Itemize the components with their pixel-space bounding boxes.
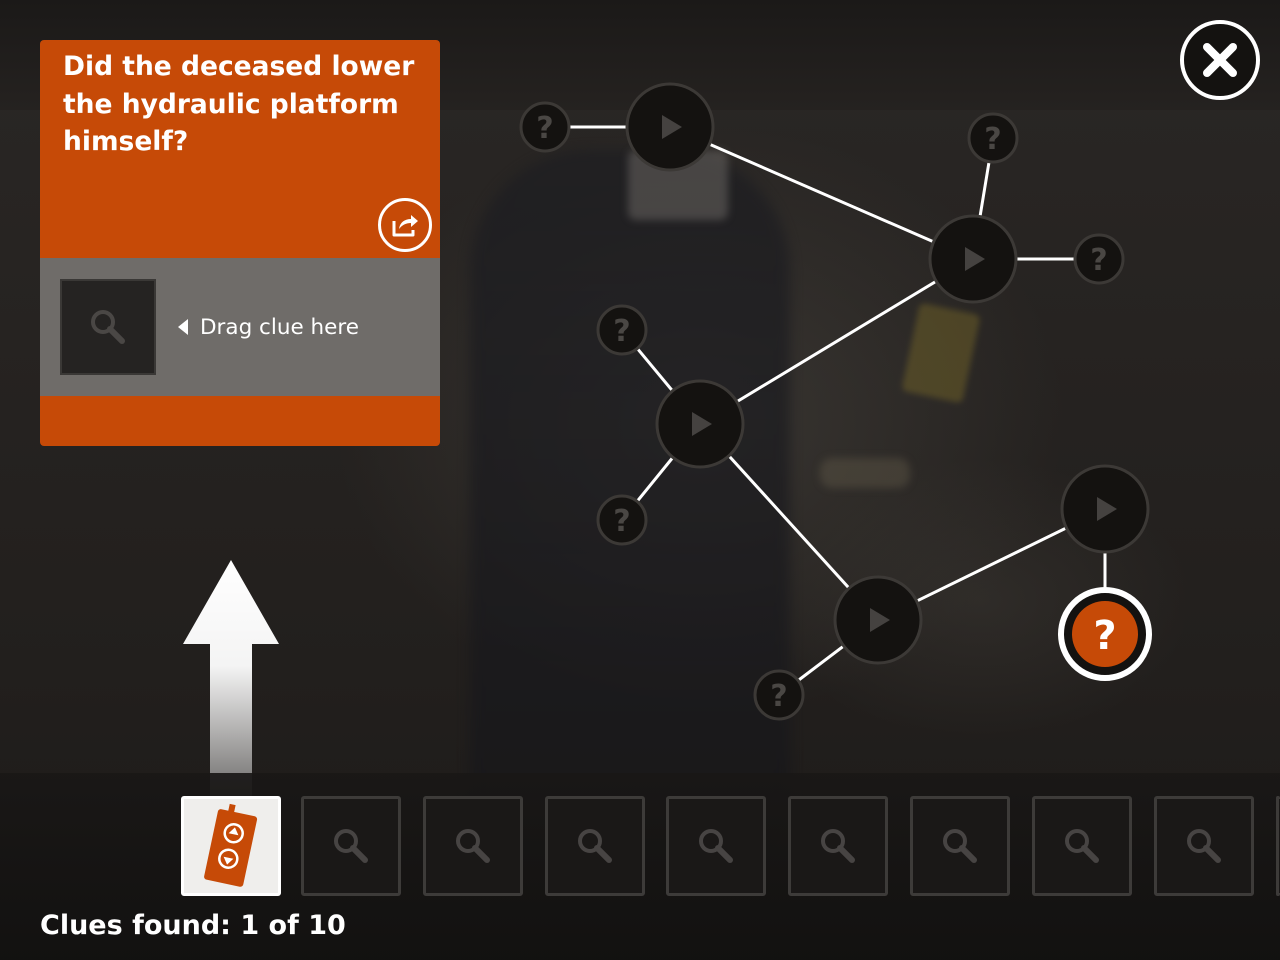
keys-prop	[820, 458, 910, 488]
clue-slot-found[interactable]	[181, 796, 281, 896]
graph-links	[545, 125, 1107, 697]
share-icon	[392, 215, 418, 237]
magnifier-icon	[91, 310, 125, 344]
magnifier-icon	[334, 829, 368, 863]
clue-slot-empty[interactable]	[545, 796, 645, 896]
magnifier-icon	[699, 829, 733, 863]
magnifier-icon	[456, 829, 490, 863]
question-node[interactable]: ?	[967, 112, 1019, 164]
question-node[interactable]: ?	[753, 669, 805, 721]
question-mark: ?	[536, 111, 553, 146]
magnifier-icon	[943, 829, 977, 863]
clue-slot-empty[interactable]	[788, 796, 888, 896]
clue-slot-empty[interactable]	[423, 796, 523, 896]
video-node[interactable]	[625, 82, 715, 172]
link-v2-v3	[699, 257, 974, 426]
question-mark: ?	[613, 314, 630, 349]
clue-slot-empty[interactable]	[1154, 796, 1254, 896]
magnifier-icon	[821, 829, 855, 863]
clue-tray: Clues found: 1 of 10	[0, 773, 1280, 960]
video-node[interactable]	[655, 379, 745, 469]
arrow-left-icon	[178, 319, 188, 335]
clue-drop-zone[interactable]: Drag clue here	[40, 258, 440, 396]
link-v1-v2	[669, 125, 974, 261]
question-mark: ?	[613, 504, 630, 539]
remote-control-icon	[204, 803, 258, 887]
clue-drop-slot[interactable]	[60, 279, 156, 375]
clues-found-counter: Clues found: 1 of 10	[40, 910, 346, 941]
question-mark: ?	[984, 122, 1001, 157]
question-mark: ?	[770, 679, 787, 714]
question-text: Did the deceased lower the hydraulic pla…	[63, 51, 415, 157]
question-mark: ?	[1090, 243, 1107, 278]
drag-clue-hint: Drag clue here	[178, 310, 359, 344]
clue-slot-empty[interactable]	[910, 796, 1010, 896]
arrow-up-icon	[183, 560, 279, 796]
video-node[interactable]	[833, 575, 923, 665]
video-node[interactable]	[1060, 464, 1150, 554]
video-node[interactable]	[928, 214, 1018, 304]
close-button[interactable]	[1180, 20, 1260, 100]
magnifier-icon	[578, 829, 612, 863]
close-icon	[1203, 43, 1237, 77]
share-button[interactable]	[378, 198, 432, 252]
question-mark: ?	[1093, 613, 1116, 659]
magnifier-icon	[1187, 829, 1221, 863]
question-node[interactable]: ?	[1073, 233, 1125, 285]
question-node[interactable]: ?	[596, 494, 648, 546]
question-node[interactable]: ?	[519, 101, 571, 153]
clue-slot-empty[interactable]	[1032, 796, 1132, 896]
clue-slot-empty[interactable]	[666, 796, 766, 896]
drag-clue-hint-text: Drag clue here	[200, 314, 359, 340]
magnifier-icon	[1065, 829, 1099, 863]
clue-slot-partial[interactable]	[1276, 796, 1280, 896]
question-card: Did the deceased lower the hydraulic pla…	[40, 40, 440, 446]
question-node[interactable]: ?	[596, 304, 648, 356]
clue-slot-empty[interactable]	[301, 796, 401, 896]
active-question-node[interactable]: ?	[1058, 587, 1152, 681]
